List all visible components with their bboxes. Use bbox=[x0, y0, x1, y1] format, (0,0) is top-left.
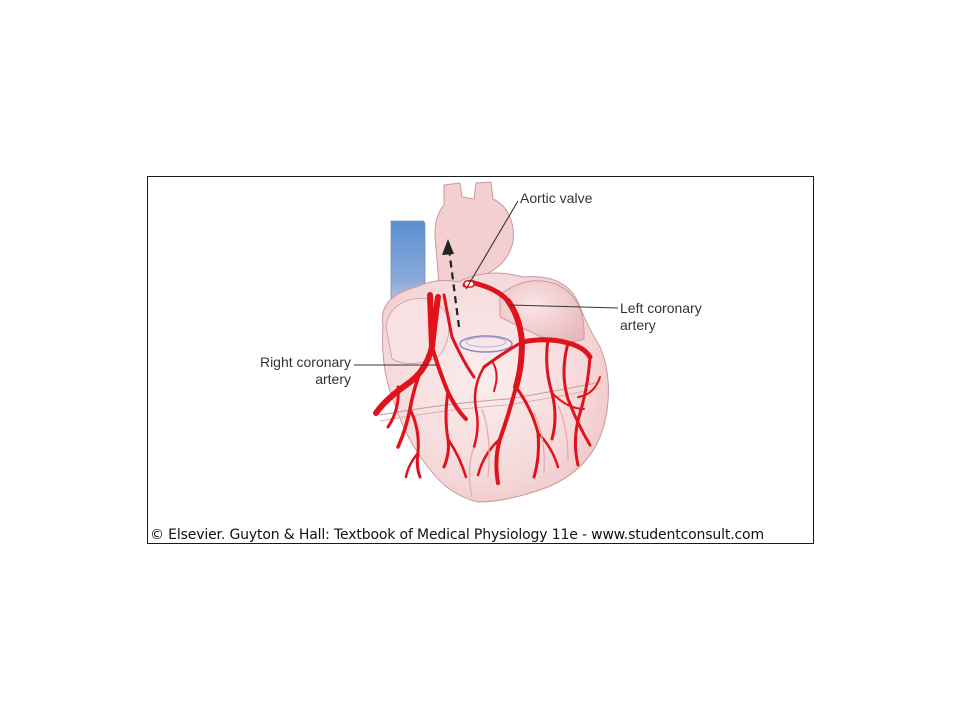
right-coronary-tree bbox=[373, 292, 476, 479]
label-left-coronary-line2: artery bbox=[620, 317, 656, 333]
label-right-coronary-artery: Right coronary artery bbox=[245, 354, 351, 388]
label-aortic-valve-text: Aortic valve bbox=[520, 190, 593, 206]
label-left-coronary-artery: Left coronary artery bbox=[620, 300, 702, 334]
aortic-valve-ring bbox=[459, 335, 513, 353]
flow-arrow bbox=[447, 248, 461, 328]
label-left-coronary-line1: Left coronary bbox=[620, 300, 702, 316]
figure-frame: Aortic valve Left coronary artery Right … bbox=[147, 176, 814, 544]
aorta bbox=[434, 181, 514, 296]
callout-leaders bbox=[354, 200, 619, 366]
label-right-coronary-line1: Right coronary bbox=[259, 354, 351, 370]
label-right-coronary-line2: artery bbox=[315, 371, 351, 387]
left-coronary-tree bbox=[472, 298, 601, 485]
heart-illustration bbox=[354, 181, 619, 503]
copyright-credit: © Elsevier. Guyton & Hall: Textbook of M… bbox=[150, 527, 764, 543]
label-aortic-valve: Aortic valve bbox=[520, 190, 592, 207]
